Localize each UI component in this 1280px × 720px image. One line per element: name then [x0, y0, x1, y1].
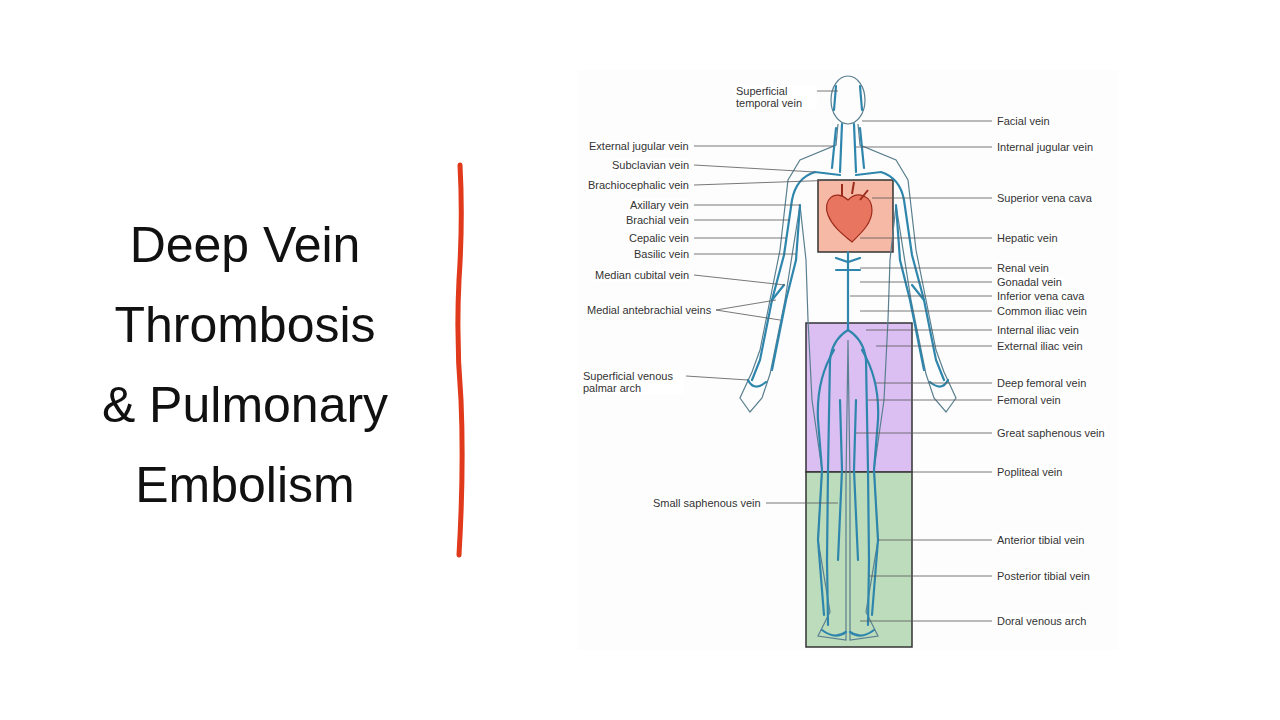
divider-line [458, 165, 462, 555]
vein-label: Posterior tibial vein [996, 570, 1091, 582]
vein-label: Popliteal vein [996, 466, 1063, 478]
vein-label: Axillary vein [629, 199, 690, 211]
vein-label: Inferior vena cava [996, 290, 1085, 302]
vein-label: Hepatic vein [996, 232, 1059, 244]
heart-vessels [842, 182, 868, 200]
body-outline [740, 76, 956, 640]
vein-label: Femoral vein [996, 394, 1062, 406]
vein-label: Medial antebrachial veins [586, 304, 712, 316]
vein-label: Great saphenous vein [996, 427, 1106, 439]
vein-label: Median cubital vein [594, 269, 690, 281]
panel [578, 70, 1118, 650]
vein-label: Gonadal vein [996, 276, 1063, 288]
vein-label: Small saphenous vein [652, 497, 762, 509]
vein-label: Brachial vein [625, 214, 690, 226]
vein-label: Superficial temporal vein [735, 85, 817, 109]
vein-label: External jugular vein [588, 140, 690, 152]
vein-label: External iliac vein [996, 340, 1084, 352]
leader-lines [686, 91, 992, 621]
vein-label: Anterior tibial vein [996, 534, 1085, 546]
vein-label: Common iliac vein [996, 305, 1088, 317]
vein-label: Superior vena cava [996, 192, 1093, 204]
vein-label: Internal jugular vein [996, 141, 1094, 153]
vein-label: Brachiocephalic vein [587, 179, 690, 191]
vein-label: Basilic vein [633, 248, 690, 260]
vein-label: Internal iliac vein [996, 324, 1080, 336]
chest-region [818, 180, 893, 252]
vein-label: Deep femoral vein [996, 377, 1087, 389]
vein-label: Renal vein [996, 262, 1050, 274]
vein-label: Subclavian vein [611, 159, 690, 171]
thigh-region [806, 323, 912, 472]
vein-label: Doral venous arch [996, 615, 1087, 627]
veins [748, 86, 948, 636]
vein-label: Superficial venous palmar arch [582, 370, 684, 394]
heart [826, 195, 872, 242]
slide-title: Deep Vein Thrombosis & Pulmonary Embolis… [100, 205, 390, 525]
vein-label: Facial vein [996, 115, 1051, 127]
vein-label: Cepalic vein [628, 232, 690, 244]
